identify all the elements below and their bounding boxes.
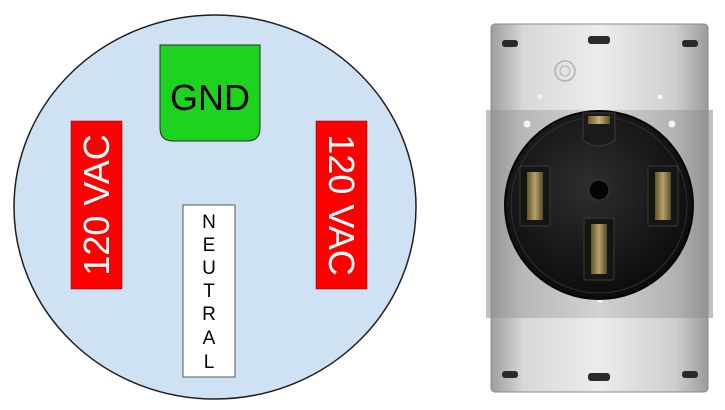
mounting-slot	[502, 40, 518, 47]
ul-listed-mark	[554, 60, 576, 82]
hot-slot-right	[315, 120, 368, 290]
neutral-letter: R	[202, 304, 216, 325]
neutral-letter: U	[202, 258, 216, 279]
mounting-slot	[588, 373, 610, 381]
mounting-slot	[502, 371, 518, 378]
mounting-slot	[682, 371, 698, 378]
photo-neutral-contact	[591, 224, 607, 274]
ul-mark-ring	[554, 60, 576, 82]
hot-left-label: 120 VAC	[76, 134, 117, 275]
hot-slot-left	[70, 120, 123, 290]
photo-hot-contact-left	[527, 172, 543, 220]
mounting-hole	[523, 120, 531, 128]
neutral-letter: T	[203, 281, 215, 302]
receptacle-photo	[486, 23, 713, 393]
photo-ground-contact	[588, 116, 610, 124]
receptacle-diagram: GND 120 VAC 120 VAC N E U T R A L	[13, 14, 417, 400]
neutral-letter: L	[204, 352, 215, 373]
mounting-slot	[682, 40, 698, 47]
receptacle-body	[504, 110, 694, 300]
hot-right-label: 120 VAC	[321, 134, 362, 275]
neutral-letter: E	[203, 235, 216, 256]
ground-slot	[159, 44, 261, 142]
photo-hot-contact-right	[655, 172, 671, 220]
mounting-hole	[537, 94, 543, 100]
neutral-letter: N	[202, 212, 216, 233]
mounting-hole	[657, 94, 663, 100]
neutral-slot	[182, 204, 236, 378]
center-screw-hole	[588, 179, 610, 201]
neutral-letter: A	[203, 328, 216, 349]
neutral-label: N E U T R A L	[202, 212, 216, 373]
mounting-slot	[588, 36, 610, 44]
ul-mark-inner	[559, 65, 571, 77]
ground-label: GND	[170, 77, 250, 118]
mounting-hole	[668, 120, 676, 128]
